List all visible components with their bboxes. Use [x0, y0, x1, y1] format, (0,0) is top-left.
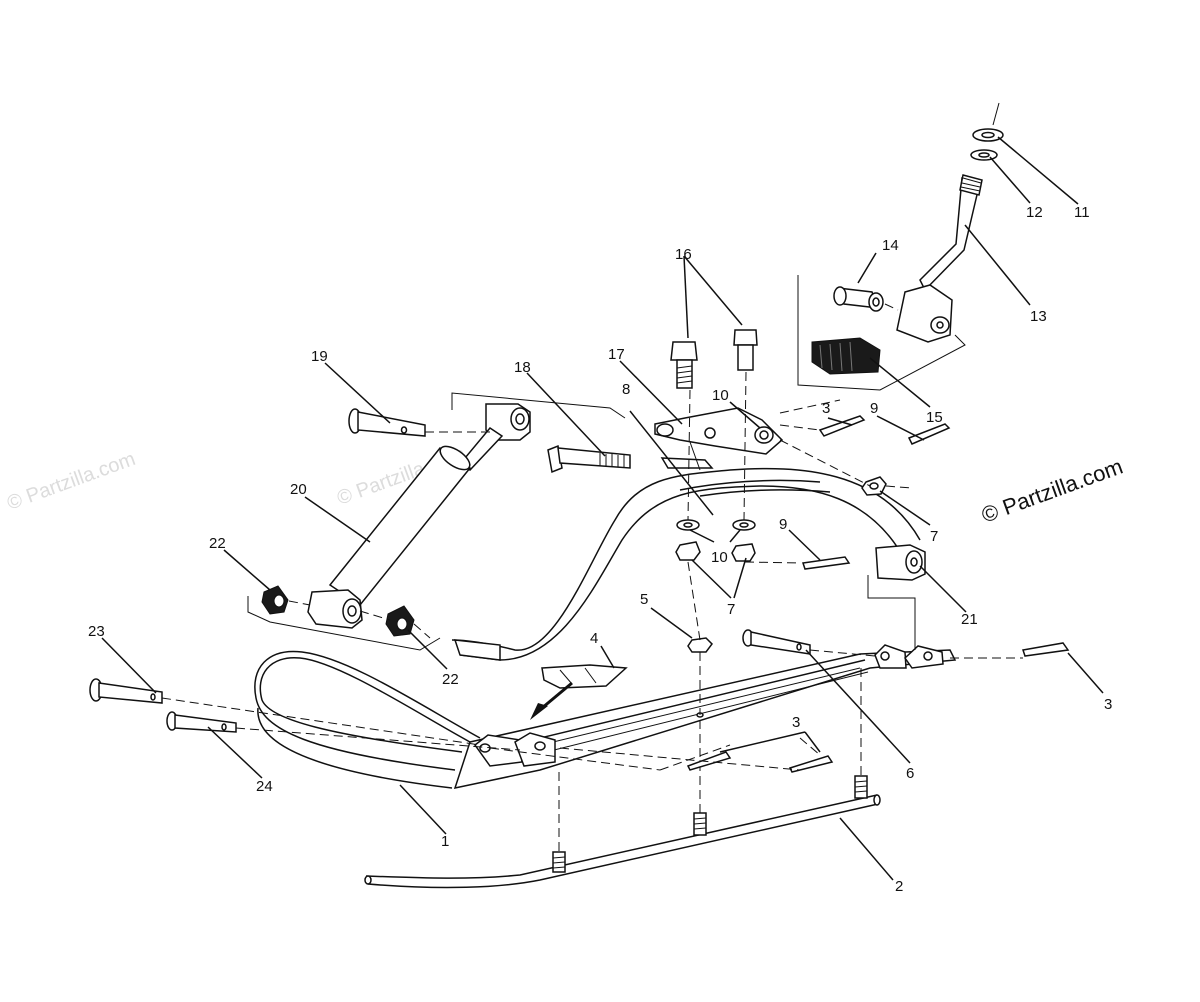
steering-spindle: [896, 102, 1004, 343]
callout-20: 20: [290, 481, 307, 498]
leader-lines: [101, 136, 1104, 881]
bolt-24: [166, 711, 237, 733]
callout-18: 18: [514, 359, 531, 376]
callout-2: 2: [895, 878, 903, 895]
grommet-22-left: [261, 585, 289, 615]
callout-21: 21: [961, 611, 978, 628]
bolt-18: [547, 444, 631, 474]
pin-19: [348, 408, 426, 437]
bolt-6: [742, 629, 811, 655]
nut-5: [687, 637, 713, 653]
alignment-lines: [161, 303, 1023, 771]
spring-leaf: [451, 467, 921, 661]
shock-absorber: [307, 403, 531, 629]
callout-13: 13: [1030, 308, 1047, 325]
bushing: [833, 286, 884, 312]
callout-17: 17: [608, 346, 625, 363]
ski-saddle: [530, 664, 628, 720]
callout-4: 4: [590, 630, 598, 647]
callout-15: 15: [926, 409, 943, 426]
watermark-left: © Partzilla.com: [4, 448, 138, 515]
callout-3-top: 3: [822, 400, 830, 417]
callout-19: 19: [311, 348, 328, 365]
shock-lower-outline: [247, 596, 441, 651]
bolt-16-left: [670, 341, 698, 389]
callout-3-bottom: 3: [792, 714, 800, 731]
callout-12: 12: [1026, 204, 1043, 221]
callout-22-right: 22: [442, 671, 459, 688]
callout-10-top: 10: [712, 387, 729, 404]
bolt-23: [89, 678, 163, 704]
callout-9-top: 9: [870, 400, 878, 417]
ski: [254, 644, 957, 790]
callout-22-left: 22: [209, 535, 226, 552]
spindle-group-outline: [797, 275, 966, 391]
callout-11: 11: [1074, 204, 1090, 221]
callout-6: 6: [906, 765, 914, 782]
callout-7-lower: 7: [727, 601, 735, 618]
callout-10-lower: 10: [711, 549, 728, 566]
shock-upper-outline: [451, 392, 626, 419]
copyright-text: © Partzilla.com: [978, 454, 1126, 528]
pivot-bracket: [654, 407, 784, 471]
bumper: [811, 337, 881, 375]
grommet-22-right: [385, 605, 415, 637]
callout-5: 5: [640, 591, 648, 608]
callout-9-lower: 9: [779, 516, 787, 533]
callout-1: 1: [441, 833, 449, 850]
cotter-pins: [686, 415, 1070, 773]
callout-3-right: 3: [1104, 696, 1112, 713]
callout-23: 23: [88, 623, 105, 640]
callout-labels: 1 2 3 3 3 3 4 5 6 7 7 7 8 9 9 10 10 11 1…: [88, 204, 1112, 895]
callout-14: 14: [882, 237, 899, 254]
rear-spring-block: [867, 544, 926, 650]
callout-7-right: 7: [930, 528, 938, 545]
wear-bar: [364, 668, 881, 889]
bolt-16-right: [733, 329, 758, 371]
callout-8: 8: [622, 381, 630, 398]
callout-24: 24: [256, 778, 273, 795]
callout-16: 16: [675, 246, 692, 263]
